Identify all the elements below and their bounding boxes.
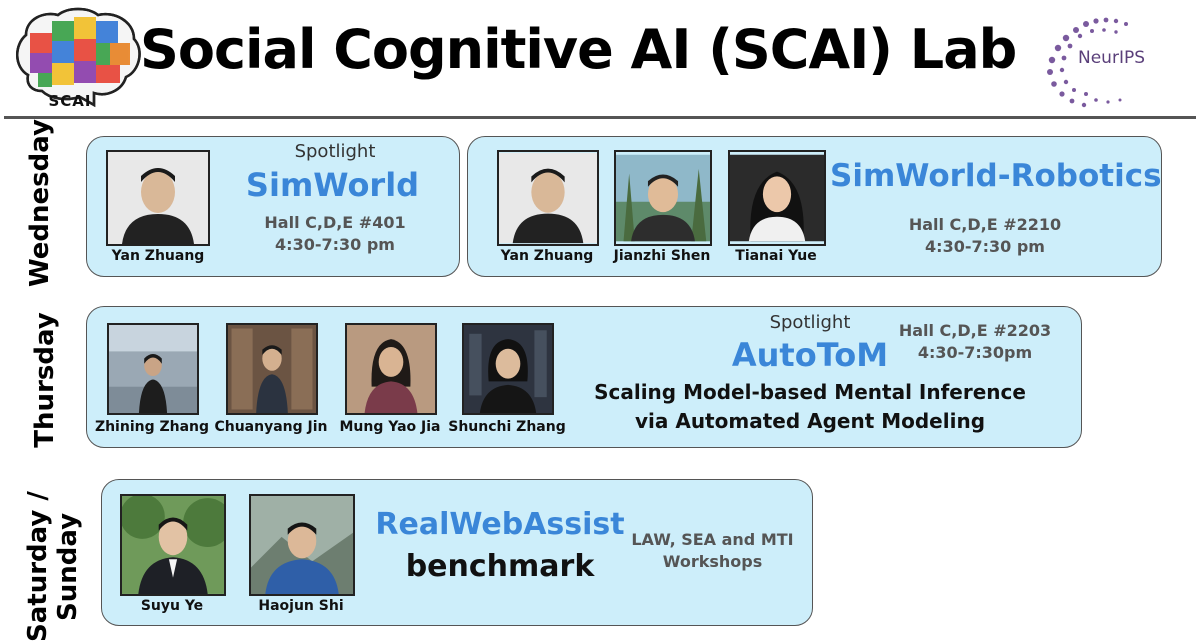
person-card: Suyu Ye: [120, 494, 226, 614]
day-label-weekend: Saturday / Sunday: [23, 491, 87, 642]
autotom-spotlight-label: Spotlight: [769, 312, 851, 333]
person-card: Chuanyang Jin: [214, 323, 328, 435]
day-label-weekend-line1: Saturday /: [23, 491, 53, 642]
person-name: Jianzhi Shen: [613, 248, 711, 264]
autotom-location: Hall C,D,E #2203: [898, 321, 1052, 340]
person-name: Tianai Yue: [735, 248, 817, 264]
simworld-location: Hall C,D,E #401: [264, 213, 406, 232]
person-photo: [226, 323, 318, 415]
person-photo: [249, 494, 355, 596]
person-card: Tianai Yue: [728, 150, 826, 264]
page-title: Social Cognitive AI (SCAI) Lab: [140, 18, 1017, 81]
person-name: Yan Zhuang: [500, 248, 594, 264]
simworld-spotlight-label: Spotlight: [294, 141, 376, 162]
realwebassist-venue-line1: LAW, SEA and MTI: [631, 530, 794, 549]
simworld-time: 4:30-7:30 pm: [275, 235, 395, 254]
person-card: Yan Zhuang: [106, 150, 210, 264]
person-name: Haojun Shi: [258, 598, 344, 614]
person-name: Shunchi Zhang: [448, 419, 566, 435]
realwebassist-venue-line2: Workshops: [662, 552, 763, 571]
person-photo: [728, 150, 826, 246]
puzzle-brain-logo-icon: [16, 7, 141, 108]
person-card: Haojun Shi: [249, 494, 355, 614]
person-photo: [120, 494, 226, 596]
person-photo: [106, 150, 210, 246]
person-name: Suyu Ye: [140, 598, 204, 614]
person-card: Zhining Zhang: [95, 323, 209, 435]
neurips-dots-logo-icon: [1047, 17, 1128, 108]
day-label-thursday: Thursday: [30, 312, 60, 448]
autotom-description-line2: via Automated Agent Modeling: [634, 409, 986, 433]
person-card: Jianzhi Shen: [614, 150, 712, 264]
autotom-description-line1: Scaling Model-based Mental Inference: [594, 380, 1026, 404]
simworld-robotics-title: SimWorld-Robotics: [830, 158, 1162, 194]
realwebassist-title: RealWebAssist: [375, 507, 625, 542]
autotom-title: AutoToM: [731, 336, 889, 374]
conference-logo-text: NeurIPS: [1078, 48, 1145, 68]
person-name: Mung Yao Jia: [339, 419, 441, 435]
person-card: Shunchi Zhang: [448, 323, 566, 435]
lab-logo-text: SCAI: [48, 92, 92, 110]
autotom-time: 4:30-7:30pm: [917, 343, 1033, 362]
simworld-robotics-location: Hall C,D,E #2210: [908, 215, 1062, 234]
person-photo: [614, 150, 712, 246]
header-divider: [4, 116, 1196, 119]
lab-logo: [10, 5, 145, 115]
day-label-wednesday: Wednesday: [25, 119, 55, 287]
person-photo: [107, 323, 199, 415]
person-photo: [345, 323, 437, 415]
person-name: Chuanyang Jin: [214, 419, 328, 435]
person-photo: [497, 150, 599, 246]
day-label-weekend-line2: Sunday: [53, 512, 83, 622]
person-card: Yan Zhuang: [497, 150, 599, 264]
person-name: Yan Zhuang: [111, 248, 205, 264]
person-name: Zhining Zhang: [94, 419, 210, 435]
conference-logo: [1036, 12, 1166, 112]
realwebassist-subtitle: benchmark: [405, 549, 595, 584]
person-photo: [462, 323, 554, 415]
simworld-title: SimWorld: [245, 166, 420, 204]
person-card: Mung Yao Jia: [339, 323, 441, 435]
simworld-robotics-time: 4:30-7:30 pm: [925, 237, 1045, 256]
